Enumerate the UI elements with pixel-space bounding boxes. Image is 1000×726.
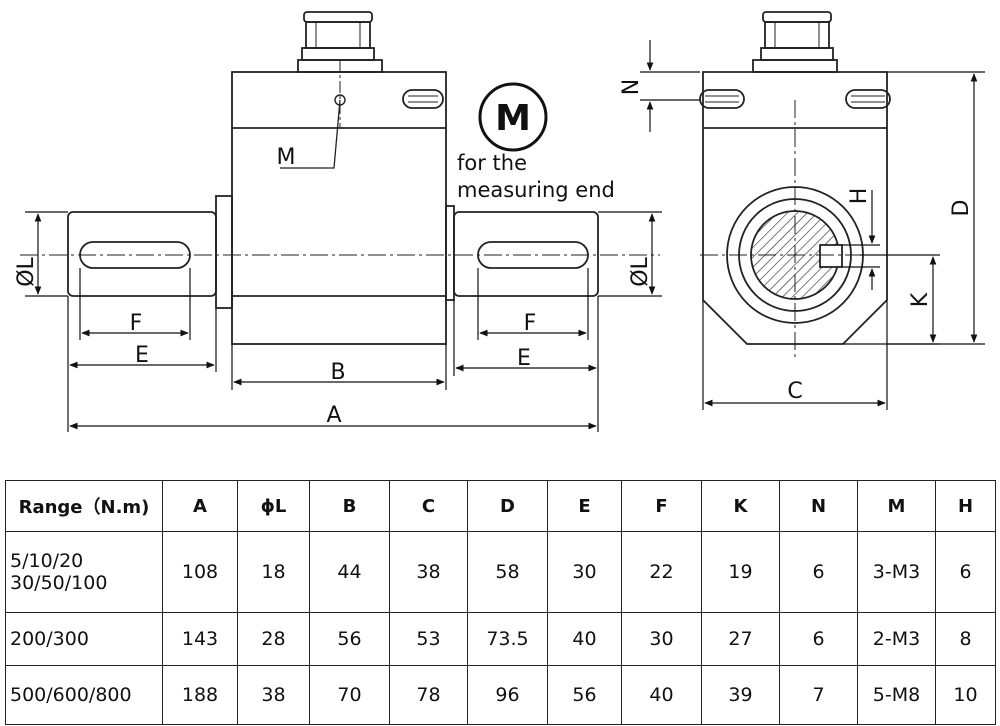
dim-label-F-left: F (130, 311, 143, 336)
measuring-end-symbol-letter: M (495, 98, 531, 139)
dim-label-E-right: E (517, 346, 531, 371)
cell-range: 200/300 (5, 612, 163, 666)
dim-label-phiL-left: ØL (14, 256, 39, 286)
header-N: N (779, 480, 858, 532)
cell-M: 3-M3 (857, 531, 936, 613)
table-row: 200/300 143 28 56 53 73.5 40 30 27 6 2-M… (5, 612, 996, 666)
cell-phiL: 38 (237, 665, 310, 725)
dim-label-E-left: E (135, 343, 149, 368)
cell-K: 27 (701, 612, 780, 666)
cell-B: 56 (309, 612, 390, 666)
cell-F: 30 (621, 612, 702, 666)
cell-F: 40 (621, 665, 702, 725)
cell-E: 56 (547, 665, 622, 725)
measuring-end-symbol: M (478, 82, 548, 152)
cell-E: 40 (547, 612, 622, 666)
cell-E: 30 (547, 531, 622, 613)
header-F: F (621, 480, 702, 532)
cell-A: 188 (162, 665, 238, 725)
range-line: 5/10/20 (10, 550, 84, 572)
cell-A: 143 (162, 612, 238, 666)
cell-H: 10 (935, 665, 996, 725)
dim-label-B: B (330, 360, 345, 385)
cell-N: 7 (779, 665, 858, 725)
cell-phiL: 28 (237, 612, 310, 666)
cell-N: 6 (779, 531, 858, 613)
cell-D: 96 (467, 665, 548, 725)
dim-label-H: H (847, 188, 872, 205)
cell-M: 2-M3 (857, 612, 936, 666)
cell-C: 78 (389, 665, 468, 725)
measuring-end-note: for the measuring end (457, 150, 615, 204)
cell-A: 108 (162, 531, 238, 613)
measuring-end-note-line1: for the (457, 151, 528, 175)
spec-table: Range（N.m) A ϕL B C D E F K N M H 5/10/2… (5, 480, 996, 725)
header-K: K (701, 480, 780, 532)
cell-C: 53 (389, 612, 468, 666)
cell-D: 58 (467, 531, 548, 613)
dim-label-N: N (619, 79, 644, 95)
header-A: A (162, 480, 238, 532)
header-E: E (547, 480, 622, 532)
side-dimension-labels: N D H K C (619, 79, 974, 404)
dim-label-F-right: F (524, 311, 537, 336)
range-line: 200/300 (10, 628, 89, 650)
measuring-end-note-line2: measuring end (457, 178, 615, 202)
front-dimensions (25, 211, 662, 432)
cell-phiL: 18 (237, 531, 310, 613)
cell-H: 6 (935, 531, 996, 613)
header-H: H (935, 480, 996, 532)
side-view (699, 11, 891, 360)
dim-label-K: K (908, 292, 933, 307)
mounting-slot (402, 89, 444, 109)
cell-H: 8 (935, 612, 996, 666)
cell-C: 38 (389, 531, 468, 613)
cell-range: 500/600/800 (5, 665, 163, 725)
header-phiL: ϕL (237, 480, 310, 532)
range-line: 500/600/800 (10, 684, 132, 706)
header-range: Range（N.m) (5, 480, 163, 532)
cell-M: 5-M8 (857, 665, 936, 725)
header-D: D (467, 480, 548, 532)
table-header-row: Range（N.m) A ϕL B C D E F K N M H (5, 480, 996, 532)
dim-label-D: D (949, 200, 974, 217)
cell-B: 44 (309, 531, 390, 613)
header-C: C (389, 480, 468, 532)
dim-label-A: A (326, 403, 341, 428)
header-M: M (857, 480, 936, 532)
front-view (20, 11, 660, 345)
cell-D: 73.5 (467, 612, 548, 666)
side-dimensions (640, 40, 985, 410)
cell-N: 6 (779, 612, 858, 666)
table-row: 500/600/800 188 38 70 78 96 56 40 39 7 5… (5, 665, 996, 725)
header-B: B (309, 480, 390, 532)
dim-label-phiL-right: ØL (628, 256, 653, 286)
cell-F: 22 (621, 531, 702, 613)
left-shaft (67, 211, 217, 297)
side-connector (752, 11, 838, 73)
range-line: 30/50/100 (10, 572, 108, 594)
front-dimension-labels: ØL ØL F E B F E A M (14, 145, 653, 428)
dim-label-C: C (787, 379, 802, 404)
technical-drawing: ØL ØL F E B F E A M M (14, 11, 985, 432)
right-shaft (453, 211, 599, 297)
dim-label-M: M (277, 145, 296, 170)
cell-K: 19 (701, 531, 780, 613)
cell-B: 70 (309, 665, 390, 725)
cell-K: 39 (701, 665, 780, 725)
